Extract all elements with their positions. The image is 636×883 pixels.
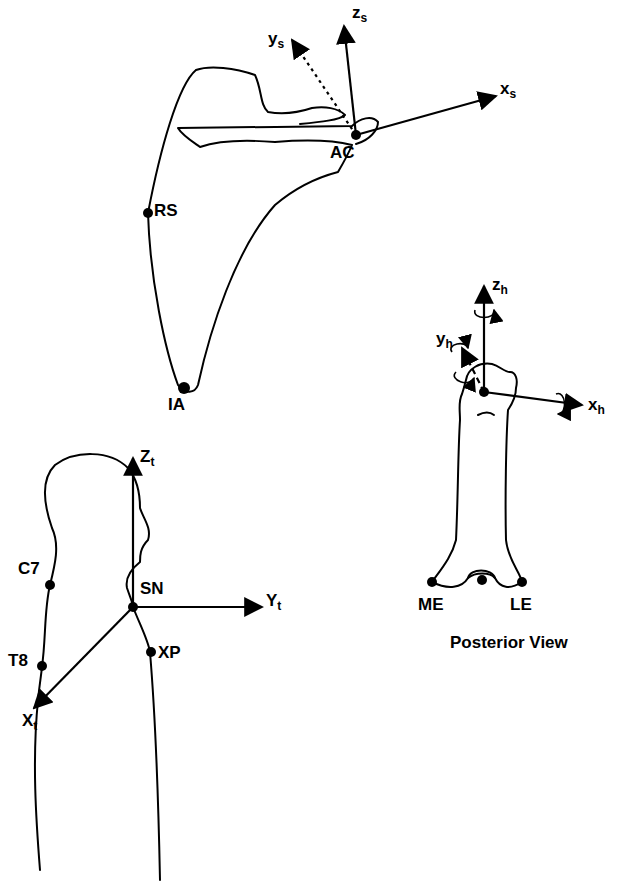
axis-label: yh — [436, 330, 453, 347]
landmark-dots — [37, 130, 527, 671]
landmark-label: T8 — [8, 652, 28, 669]
axis-label: Xt — [22, 712, 37, 729]
landmark-label: SN — [140, 580, 164, 597]
humerus-outline — [432, 364, 522, 587]
landmark-label: LE — [510, 596, 532, 613]
axis-label: ys — [268, 30, 284, 47]
axis-label: Yt — [266, 592, 281, 609]
landmark-label: AC — [330, 144, 355, 161]
axis-label: xs — [500, 80, 516, 97]
landmark-label: ME — [418, 596, 444, 613]
axis-label: zs — [352, 4, 367, 21]
coordinate-axes — [34, 26, 582, 708]
landmark-label: IA — [168, 396, 185, 413]
landmark-label: C7 — [18, 560, 40, 577]
rotation-arcs — [451, 310, 565, 414]
axis-label: Zt — [140, 448, 154, 465]
landmark-label: Posterior View — [450, 634, 568, 651]
landmark-label: XP — [158, 644, 181, 661]
axis-label: zh — [492, 276, 508, 293]
landmark-label: RS — [154, 202, 178, 219]
torso-outline — [35, 454, 160, 880]
axis-label: xh — [588, 396, 605, 413]
